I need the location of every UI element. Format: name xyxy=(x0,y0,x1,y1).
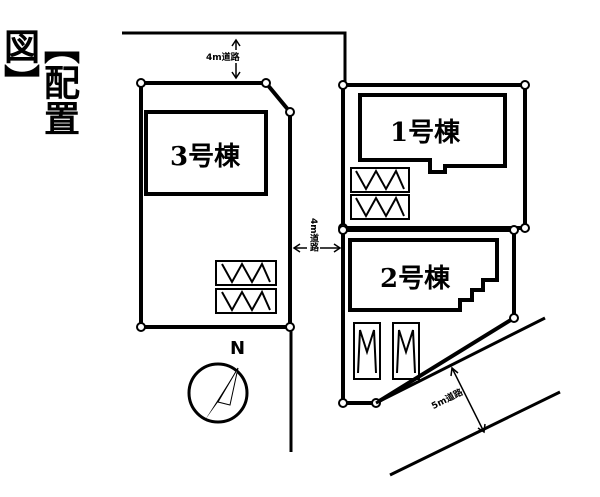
title-text: 【配置図】 xyxy=(0,28,79,136)
lot-2 xyxy=(341,228,516,405)
lot-3-corners xyxy=(136,78,295,332)
lot-2-parking xyxy=(353,322,420,380)
southeast-road-dimension xyxy=(450,366,486,434)
building-2-label: 2号棟 xyxy=(380,264,451,294)
building-3 xyxy=(144,110,268,196)
north-compass-icon xyxy=(187,362,249,424)
middle-road-label: 4m道路 xyxy=(307,218,320,252)
building-1 xyxy=(358,93,507,174)
title: 【配置図】 xyxy=(0,28,79,188)
lot-3-parking xyxy=(215,260,277,314)
compass-north-label: N xyxy=(230,338,246,359)
southeast-road-edge-1 xyxy=(375,316,546,405)
north-road-label: 4m道路 xyxy=(206,50,240,63)
lot-3 xyxy=(139,81,292,329)
north-road-edge xyxy=(122,31,347,85)
lot-1-corners xyxy=(338,80,530,233)
building-2 xyxy=(348,238,499,312)
lot-1-parking xyxy=(350,167,410,220)
building-3-label: 3号棟 xyxy=(170,142,241,172)
building-1-label: 1号棟 xyxy=(390,118,461,148)
southeast-road-edge-2 xyxy=(389,390,561,477)
